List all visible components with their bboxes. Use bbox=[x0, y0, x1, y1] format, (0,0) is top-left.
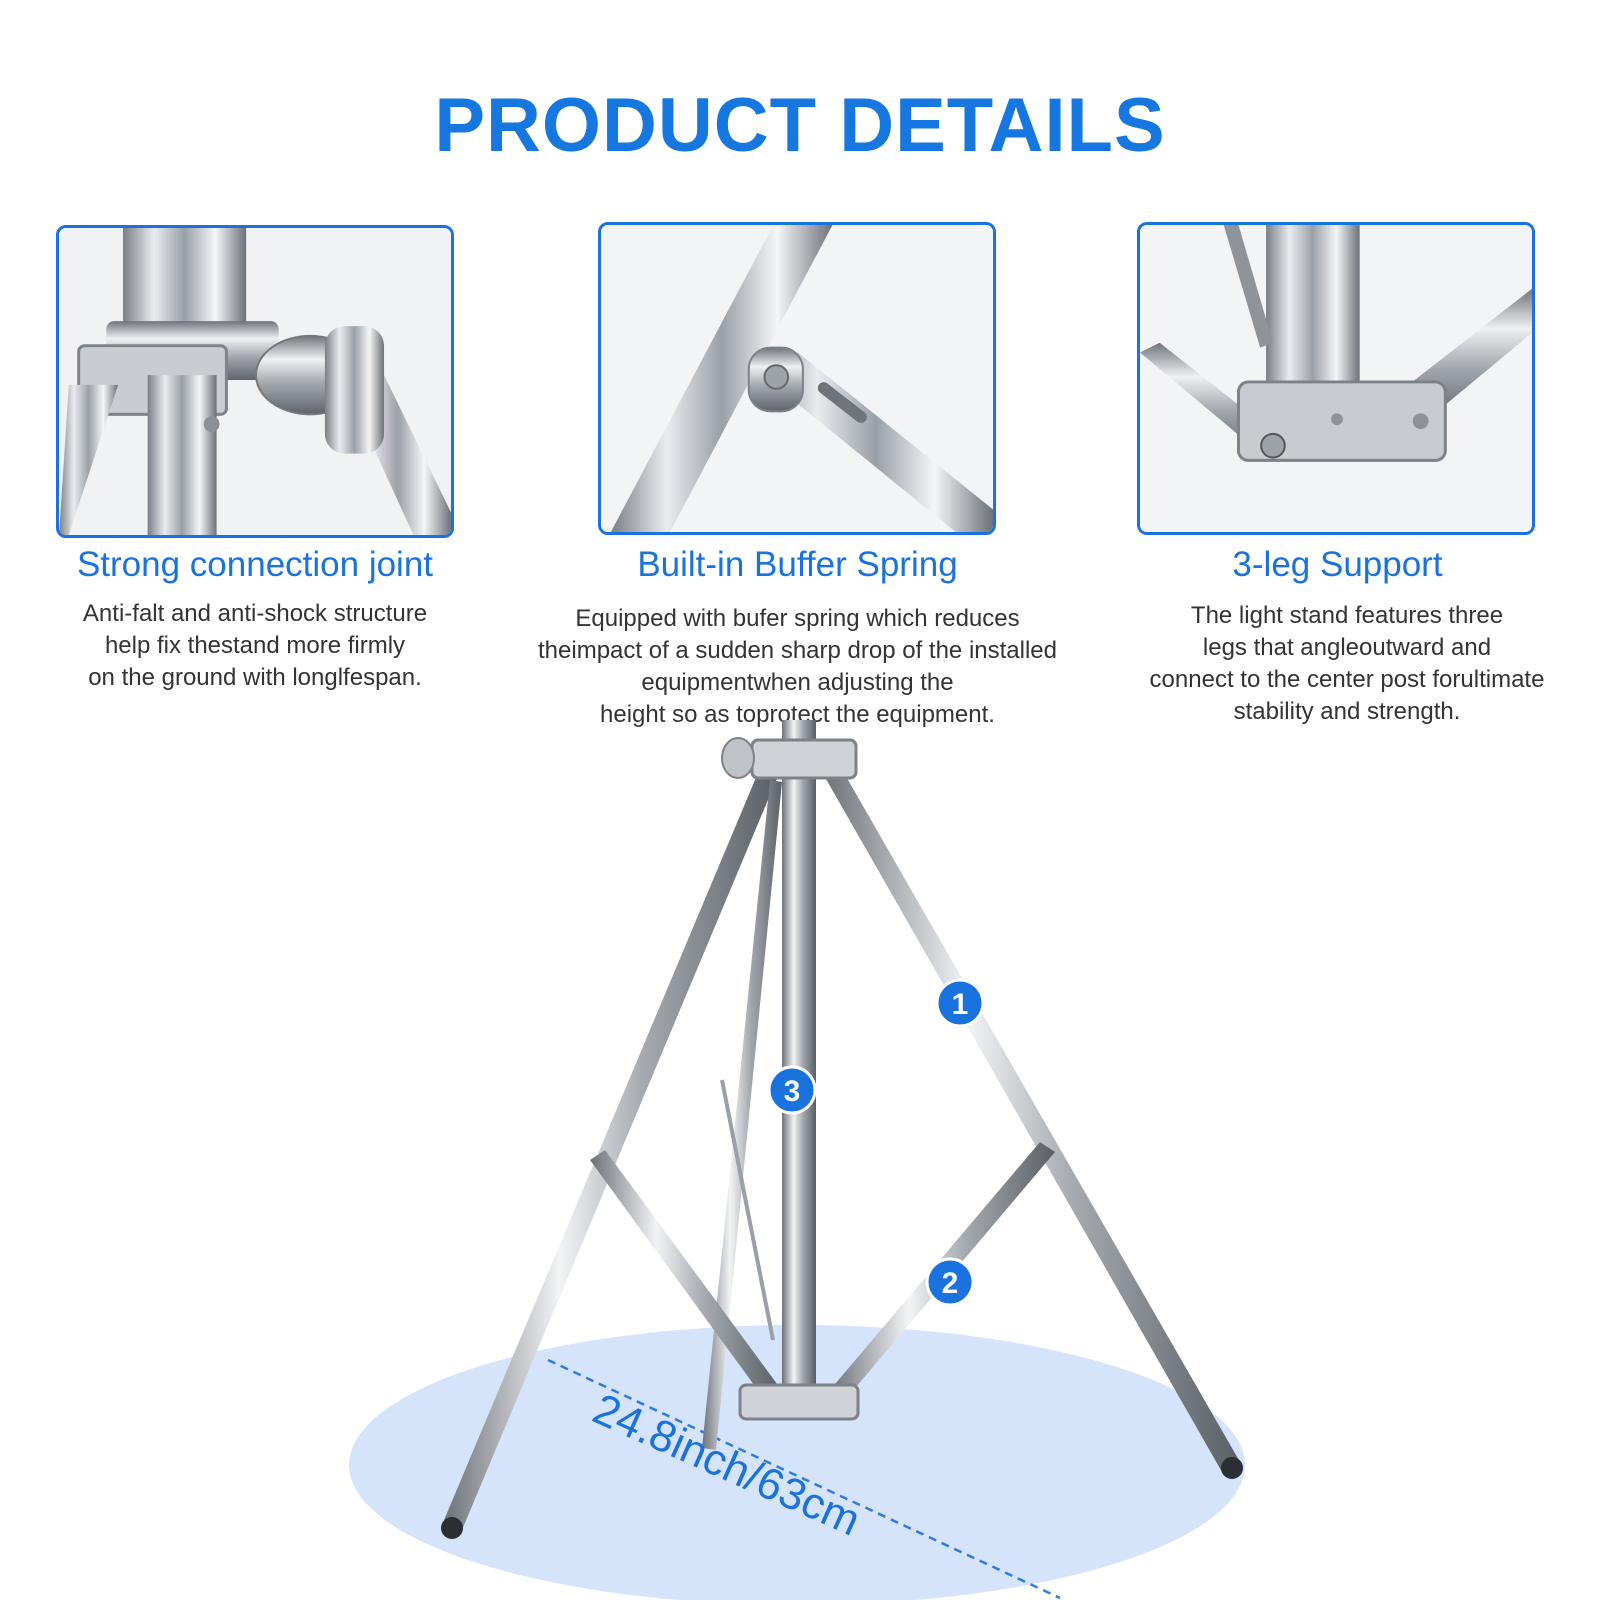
marker-2: 2 bbox=[925, 1257, 975, 1307]
foot-cap bbox=[441, 1517, 463, 1539]
rear-leg bbox=[702, 780, 782, 1450]
three-leg-support-photo bbox=[1137, 222, 1535, 535]
feature-description-three-leg-support: The light stand features three legs that… bbox=[1112, 600, 1582, 728]
connection-joint-photo bbox=[56, 225, 454, 538]
floor-shadow bbox=[349, 1325, 1245, 1600]
marker-3: 3 bbox=[767, 1065, 817, 1115]
marker-1: 1 bbox=[935, 978, 985, 1028]
description-line: help fix thestand more firmly bbox=[104, 632, 406, 659]
marker-2-label: 2 bbox=[942, 1267, 959, 1300]
description-line: on the ground with longlfespan. bbox=[88, 664, 422, 691]
buffer-spring-photo bbox=[598, 222, 996, 535]
page-title: PRODUCT DETAILS bbox=[434, 83, 1166, 168]
left-brace bbox=[590, 1150, 780, 1400]
right-leg bbox=[822, 766, 1240, 1472]
description-line: Anti-falt and anti-shock structure bbox=[82, 600, 428, 627]
marker-1-label: 1 bbox=[952, 988, 969, 1021]
feature-title-three-leg-support: 3-leg Support bbox=[1232, 545, 1443, 584]
feature-title-buffer-spring: Built-in Buffer Spring bbox=[637, 545, 958, 584]
description-line: stability and strength. bbox=[1233, 698, 1461, 725]
marker-3-label: 3 bbox=[784, 1075, 801, 1108]
description-line: legs that angleoutward and bbox=[1202, 634, 1492, 661]
dimension-line bbox=[547, 1358, 1061, 1600]
left-leg bbox=[442, 768, 778, 1530]
feature-title-connection-joint: Strong connection joint bbox=[76, 545, 434, 584]
description-line: connect to the center post forultimate bbox=[1149, 666, 1545, 693]
rear-brace bbox=[720, 1079, 775, 1341]
top-hub bbox=[750, 738, 858, 780]
bottom-hub bbox=[738, 1383, 860, 1421]
feature-description-buffer-spring: Equipped with bufer spring which reduces… bbox=[490, 603, 1105, 731]
description-line: Equipped with bufer spring which reduces bbox=[575, 605, 1020, 632]
light-stand-diagram: 1 2 3 24.8inch/63cm bbox=[349, 720, 1245, 1600]
top-knob bbox=[721, 737, 755, 779]
feature-description-connection-joint: Anti-falt and anti-shock structure help … bbox=[30, 598, 480, 694]
foot-cap bbox=[1221, 1457, 1243, 1479]
description-line: The light stand features three bbox=[1190, 602, 1504, 629]
description-line: theimpact of a sudden sharp drop of the … bbox=[538, 637, 1057, 664]
description-line: equipmentwhen adjusting the bbox=[641, 669, 954, 696]
